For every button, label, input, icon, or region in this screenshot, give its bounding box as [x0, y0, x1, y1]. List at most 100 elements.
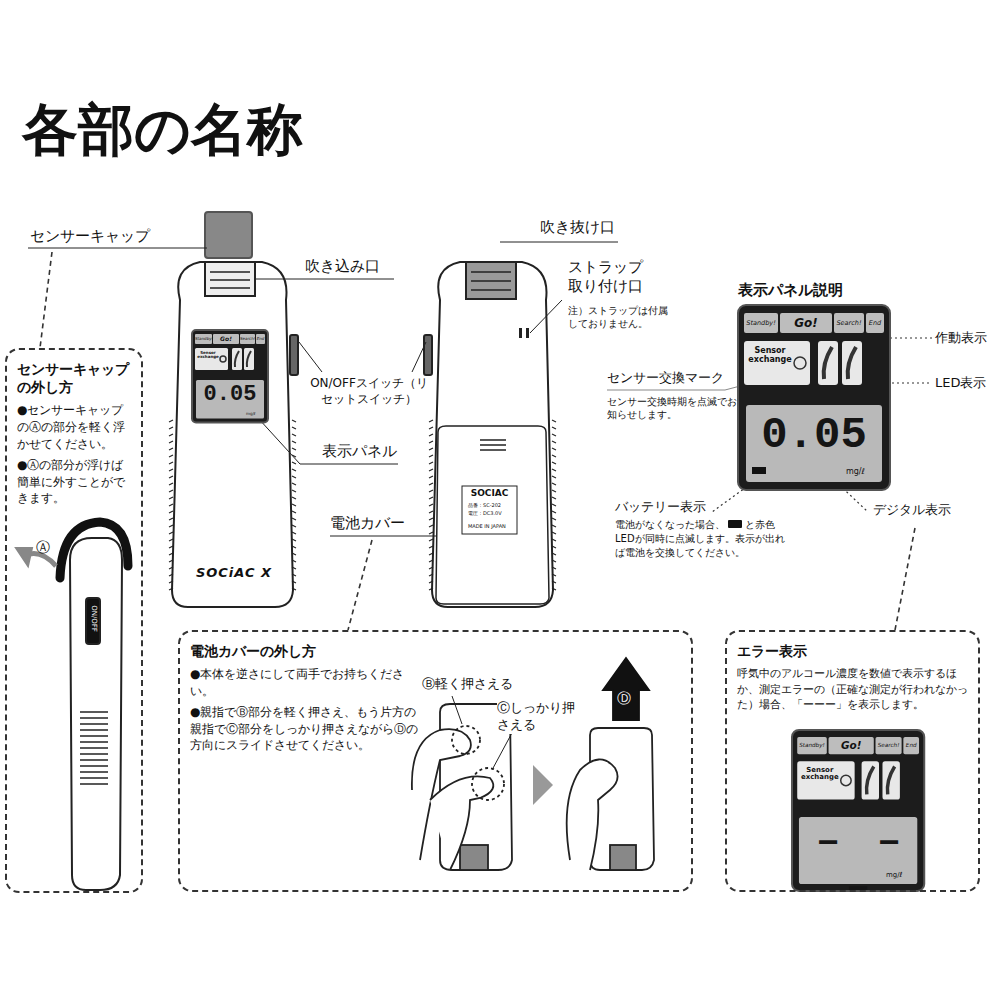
part-label: mg/ℓ [886, 871, 902, 880]
part-label: 品番：SC-202 [468, 502, 501, 509]
illustration-shape [452, 726, 480, 754]
part-label: Sensor exchange [746, 347, 794, 365]
illustration-shape [172, 262, 293, 607]
part-label: センサー交換マーク [607, 370, 724, 387]
illustration-shape [552, 448, 556, 450]
illustration-shape [552, 434, 556, 436]
part-label: Ⓓ [617, 689, 631, 707]
illustration-shape [429, 469, 433, 471]
dashed-leaders [40, 252, 915, 630]
illustration-shape [552, 532, 556, 534]
illustration-shape [526, 328, 529, 338]
illustration-shape [292, 427, 296, 429]
illustration-shape [292, 574, 296, 576]
part-label: 作動表示 [935, 330, 987, 347]
panel-shape [196, 380, 264, 419]
front-device [172, 212, 298, 607]
illustration-shape [552, 455, 556, 457]
illustration-shape [429, 441, 433, 443]
panel-shape [829, 737, 874, 754]
illustration-shape [348, 540, 372, 630]
battery-illustration [412, 658, 654, 870]
illustration-shape [169, 490, 173, 492]
illustration-shape [429, 511, 433, 513]
part-label: センサーキャップ [30, 227, 150, 247]
illustration-shape [169, 483, 173, 485]
illustration-shape [292, 518, 296, 520]
illustration-shape [429, 546, 433, 548]
illustration-shape [80, 771, 108, 773]
illustration-shape [429, 574, 433, 576]
illustration-shape [890, 337, 932, 338]
illustration-shape [256, 279, 394, 280]
illustration-shape [169, 462, 173, 464]
illustration-shape [292, 462, 296, 464]
illustration-shape [452, 696, 462, 724]
illustration-shape [430, 776, 493, 870]
panel-shape [744, 313, 778, 333]
panel-tab-text: Standby! [744, 313, 778, 333]
illustration-shape [80, 747, 108, 749]
illustration-shape [80, 711, 108, 713]
illustration-shape [429, 448, 433, 450]
panel-tab-text: End [866, 313, 884, 333]
illustration-shape [429, 588, 433, 590]
panel-shape [797, 761, 854, 799]
illustration-shape [258, 418, 398, 464]
illustration-shape [552, 476, 556, 478]
illustration-shape [552, 567, 556, 569]
illustration-shape [412, 342, 426, 372]
part-label: バッテリー表示 [615, 499, 706, 516]
illustration-shape [292, 511, 296, 513]
illustration-shape [169, 567, 173, 569]
illustration-shape [480, 440, 506, 450]
part-label: 電池カバー [330, 514, 405, 534]
illustration-shape [80, 759, 108, 761]
illustration-shape [80, 777, 108, 779]
illustration-shape [552, 581, 556, 583]
illustration-shape [80, 723, 108, 725]
illustration-shape [169, 448, 173, 450]
panel-shape [792, 730, 924, 891]
illustration-shape [429, 490, 433, 492]
illustration-shape [169, 539, 173, 541]
panel-shape [244, 348, 254, 370]
panel-shape [903, 737, 919, 754]
illustration-shape [205, 212, 252, 258]
illustration-shape [533, 765, 553, 805]
panel-tab-text: Go! [780, 313, 832, 333]
illustration-shape [552, 504, 556, 506]
panel-shape [834, 313, 864, 333]
panel-shape [192, 330, 268, 423]
illustration-shape [552, 469, 556, 471]
panel-tab-text: End [256, 334, 265, 344]
box-heading: センサーキャップの外し方 [17, 360, 131, 396]
illustration-shape [429, 483, 433, 485]
illustration-shape [292, 553, 296, 555]
note-text: 電池がなくなった場合、 [615, 519, 725, 530]
illustration-shape [552, 420, 556, 422]
illustration-shape [299, 342, 322, 372]
part-label: ON/OFF [88, 597, 97, 641]
part-label: 表示パネル [322, 442, 397, 462]
part-label: 注）ストラップは付属しておりません。 [568, 304, 673, 330]
part-label: mg/ℓ [846, 467, 865, 477]
illustration-shape [205, 262, 255, 296]
illustration-shape [292, 525, 296, 527]
part-label: mg/ℓ [246, 411, 255, 416]
illustration-shape [432, 262, 553, 607]
part-label: デジタル表示 [873, 502, 951, 519]
illustration-shape [429, 525, 433, 527]
part-label: Sensor exchange [799, 767, 841, 782]
part-label: 電圧：DC3.0V [468, 510, 502, 517]
illustration-shape [169, 532, 173, 534]
box-text: ●本体を逆さにして両手でお持ちください。 [190, 666, 418, 700]
illustration-shape [80, 735, 108, 737]
illustration-shape [292, 588, 296, 590]
illustration-shape [292, 476, 296, 478]
panel-shape [232, 348, 242, 370]
panel-shape [887, 767, 894, 795]
dashed-callout-box: センサーキャップの外し方●センサーキャップのⒶの部分を軽く浮かせてください。●Ⓐ… [5, 348, 143, 893]
page-title: 各部の名称 [22, 96, 303, 163]
illustration-shape [292, 581, 296, 583]
